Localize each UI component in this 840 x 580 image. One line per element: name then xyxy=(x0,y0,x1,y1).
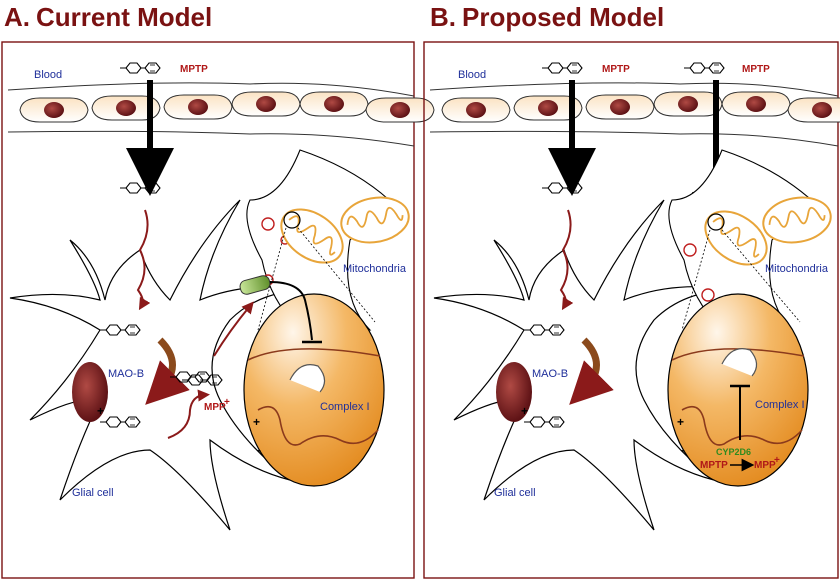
panel-b-letter: B. xyxy=(430,2,456,32)
panel-b-mitochondria-label: Mitochondria xyxy=(765,263,829,275)
panel-a-minus-charge: - xyxy=(257,443,261,457)
panel-a-glial-label: Glial cell xyxy=(72,487,114,499)
panel-a-plus-charge: + xyxy=(253,415,260,429)
panel-a-title: A.Current Model xyxy=(4,0,212,36)
panel-b-plus-charge: + xyxy=(677,415,684,429)
panel-b-mptp-label-left: MPTP xyxy=(602,64,630,75)
panel-b-mptp-brain-molecule xyxy=(541,182,583,194)
panel-b-title-text: Proposed Model xyxy=(462,2,665,32)
panel-b-mao-arrow xyxy=(569,337,614,405)
panel-a-inhibition-line xyxy=(269,281,313,341)
panel-b-mptp-label-right: MPTP xyxy=(742,64,770,75)
panel-b-zoom-line xyxy=(681,229,711,331)
panel-b-blood-vessel xyxy=(429,82,840,147)
panel-b-title: B.Proposed Model xyxy=(430,0,664,36)
panel-a-zoom-line xyxy=(297,227,376,323)
panel-b-mptp-molecule-left xyxy=(541,62,583,74)
panel-a-plus-sign: + xyxy=(97,404,104,418)
panel-b-vesicle xyxy=(701,288,715,302)
panel-b-reaction-to-sup: + xyxy=(774,455,780,466)
panel-b-glial-nucleus xyxy=(496,362,532,422)
panel-b-mao-label: MAO-B xyxy=(532,368,568,380)
panel-a-mpp-label: MPP xyxy=(204,402,226,413)
panel-b-frame xyxy=(423,41,839,579)
panel-b-mptp-molecule-right xyxy=(683,62,725,74)
panel-b-uptake-arrow xyxy=(559,209,574,311)
panel-a-title-text: Current Model xyxy=(36,2,213,32)
panel-a-matrix-zoom xyxy=(243,293,385,487)
panel-b-blood-label: Blood xyxy=(458,69,486,81)
panel-a-uptake-arrow xyxy=(136,209,151,311)
panel-b-zoom-circle xyxy=(707,213,725,231)
panel-a-zoom-circle xyxy=(283,211,301,229)
panel-a-frame xyxy=(1,41,415,579)
panel-b-cyp2d6-label: CYP2D6 xyxy=(716,447,751,457)
panel-a-complex-label: Complex I xyxy=(320,401,370,413)
panel-b-complex-label: Complex I xyxy=(755,399,805,411)
panel-a-transporter xyxy=(239,275,271,295)
panel-b-glial-label: Glial cell xyxy=(494,487,536,499)
panel-a-mitochondria-label: Mitochondria xyxy=(343,263,407,275)
panel-a-blood-vessel xyxy=(7,82,435,147)
panel-a-mpp-sup: + xyxy=(224,397,230,408)
panel-b-zoom-line xyxy=(721,229,801,323)
panel-a-mptp-brain-molecule xyxy=(119,182,161,194)
panel-b-reaction-from: MPTP xyxy=(700,460,728,471)
panel-b-matrix-zoom xyxy=(667,293,809,487)
panel-b-reaction-to: MPP xyxy=(754,460,776,471)
panel-a-mptp-label: MPTP xyxy=(180,64,208,75)
panel-a-release-arrow xyxy=(167,389,210,439)
panel-a-zoom-line xyxy=(257,227,287,331)
panel-a-mao-arrow xyxy=(145,337,190,405)
panel-b-vesicle xyxy=(683,243,697,257)
panel-a-letter: A. xyxy=(4,2,30,32)
panel-b-minus-charge: - xyxy=(681,443,685,457)
panel-a-blood-label: Blood xyxy=(34,69,62,81)
panel-a-mptp-molecule xyxy=(119,62,161,74)
panel-a-dat-arrow xyxy=(213,301,254,357)
panel-a-vesicle xyxy=(261,217,275,231)
panel-a-mao-label: MAO-B xyxy=(108,368,144,380)
panel-a-glial-nucleus xyxy=(72,362,108,422)
panel-b-plus-sign: + xyxy=(521,404,528,418)
